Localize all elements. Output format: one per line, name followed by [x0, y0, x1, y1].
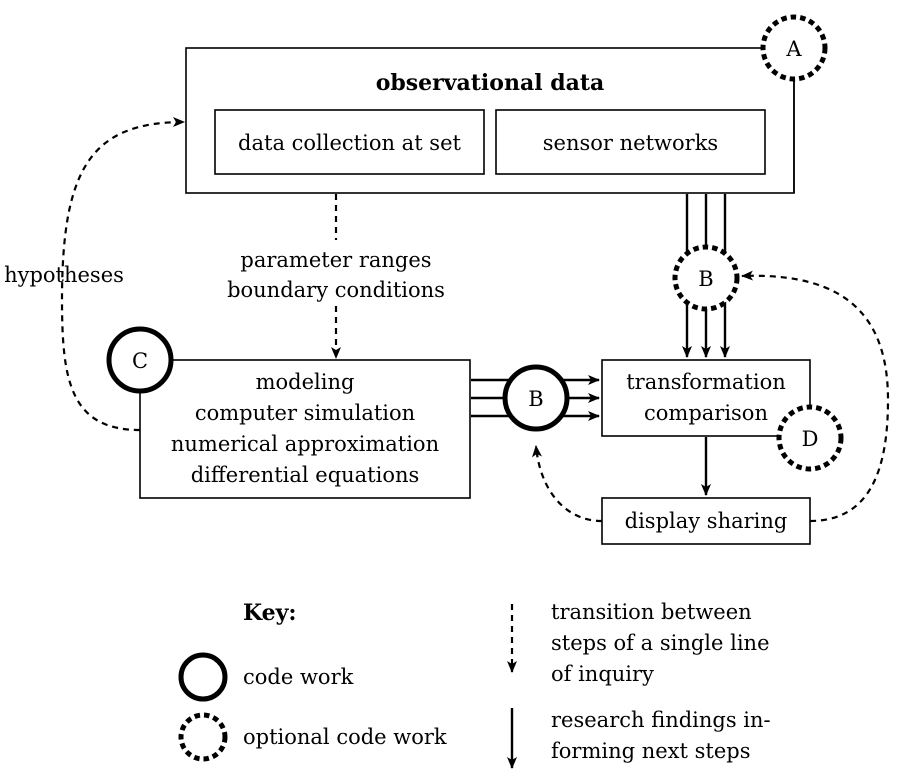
marker-b-top: B — [672, 244, 740, 312]
legend-optional-code-work: optional code work — [178, 712, 447, 762]
modeling-line-3: numerical approximation — [171, 432, 439, 456]
legend-code-work: code work — [178, 652, 354, 702]
legend-solid-circle-icon — [178, 652, 228, 702]
legend-dashed-circle-icon — [178, 712, 228, 762]
marker-b-top-label: B — [698, 267, 713, 291]
legend-solid-desc-2: forming next steps — [551, 739, 751, 763]
hypotheses-arrow — [60, 117, 185, 432]
legend-solid-arrow: research findings in- forming next steps — [507, 708, 771, 769]
legend-dashed-desc-2: steps of a single line — [551, 631, 770, 655]
sensor-networks-box: sensor networks — [495, 109, 766, 175]
legend: Key: code work optional code work transi… — [178, 600, 771, 769]
marker-d-label: D — [802, 427, 819, 451]
modeling-box: modeling computer simulation numerical a… — [139, 359, 471, 499]
legend-dashed-desc-3: of inquiry — [551, 662, 654, 686]
sensor-networks-label: sensor networks — [543, 131, 718, 155]
observational-data-title: observational data — [376, 70, 605, 96]
display-to-b-mid-arrow — [532, 445, 603, 523]
transformation-line-2: comparison — [644, 401, 768, 425]
modeling-line-4: differential equations — [191, 463, 420, 487]
legend-optional-code-work-label: optional code work — [243, 725, 447, 749]
data-collection-box: data collection at set — [214, 109, 485, 175]
marker-a: A — [760, 14, 828, 82]
marker-d: D — [776, 404, 844, 472]
parameter-ranges-label: parameter ranges — [240, 248, 431, 272]
legend-dashed-desc-1: transition between — [551, 600, 752, 624]
hypotheses-label: hypotheses — [4, 263, 124, 287]
legend-title: Key: — [243, 600, 297, 626]
marker-b-mid-label: B — [528, 387, 543, 411]
legend-code-work-label: code work — [243, 665, 354, 689]
modeling-line-1: modeling — [256, 370, 355, 394]
legend-solid-desc-1: research findings in- — [551, 708, 771, 732]
observational-data-box: observational data data collection at se… — [185, 47, 795, 194]
data-collection-label: data collection at set — [238, 131, 461, 155]
legend-dashed-arrow: transition between steps of a single lin… — [507, 600, 770, 686]
transformation-line-1: transformation — [626, 370, 786, 394]
marker-b-mid: B — [502, 364, 570, 432]
boundary-conditions-label: boundary conditions — [227, 278, 445, 302]
marker-c-label: C — [132, 349, 148, 373]
display-sharing-label: display sharing — [625, 509, 788, 533]
modeling-to-transformation-arrows — [471, 375, 600, 421]
marker-c: C — [106, 326, 174, 394]
transformation-box: transformation comparison — [601, 359, 811, 437]
marker-a-label: A — [785, 37, 802, 61]
sensor-to-transformation-arrows — [682, 194, 730, 358]
modeling-line-2: computer simulation — [195, 401, 415, 425]
display-sharing-box: display sharing — [601, 497, 811, 545]
